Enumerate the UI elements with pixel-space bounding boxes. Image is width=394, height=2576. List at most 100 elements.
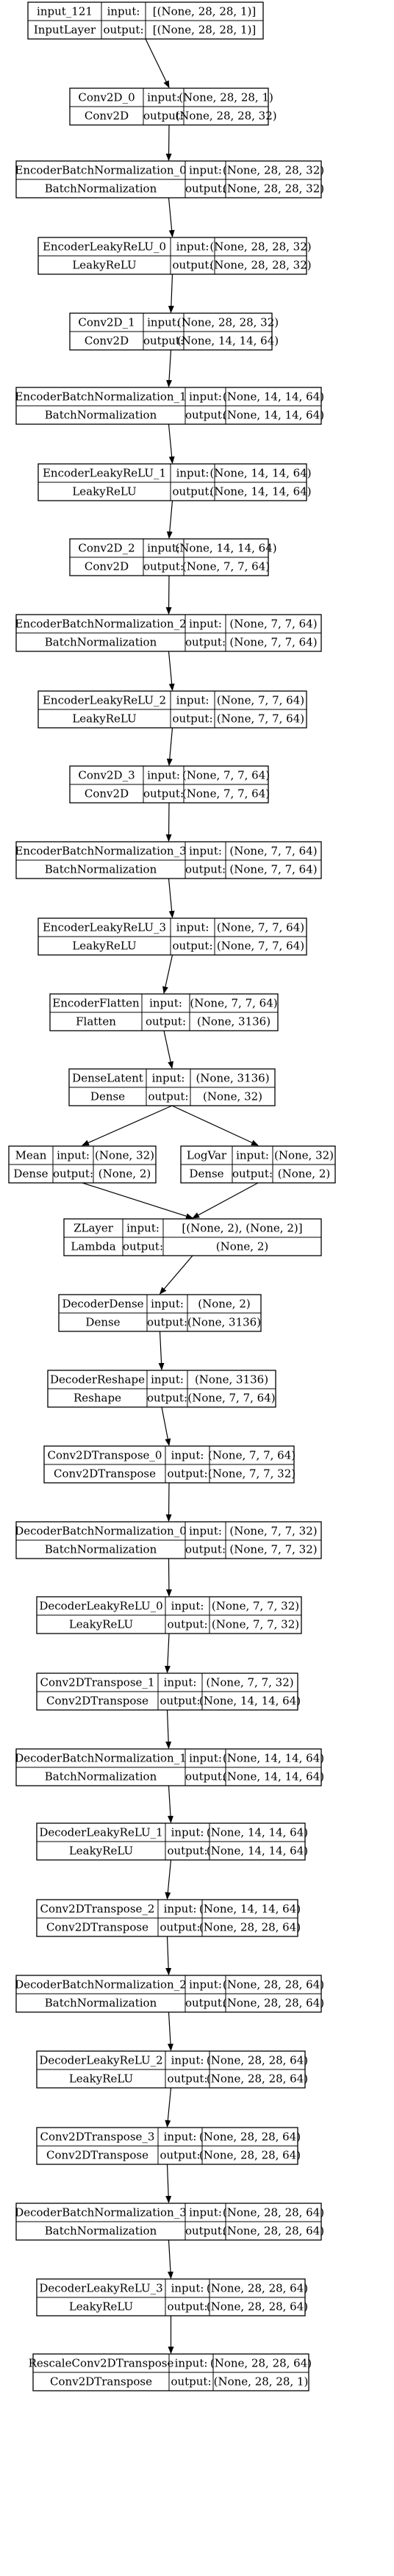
input-label: input:: [171, 2282, 204, 2295]
edge-decoderbatchnormalization-3-to-decoderleakyrelu-3: [167, 2239, 173, 2279]
layer-type-label: Conv2DTranspose: [54, 1467, 156, 1481]
layer-type-label: Conv2DTranspose: [46, 1921, 148, 1934]
input-label: input:: [189, 1752, 222, 1765]
input-label: input:: [189, 618, 222, 631]
edge-encoderleakyrelu-3-to-encoderflatten: [162, 954, 173, 994]
edge-denselatent-to-logvar: [171, 1105, 259, 1146]
input-label: input:: [151, 1373, 184, 1387]
edge-conv2d-3-to-encoderbatchnormalization-3: [165, 802, 172, 842]
input-label: input:: [175, 2357, 208, 2370]
layer-name-label: EncoderLeakyReLU_3: [43, 921, 166, 934]
input-shape-value: (None, 28, 28, 32): [223, 164, 324, 177]
layer-type-label: Conv2DTranspose: [46, 1695, 148, 1708]
input-label: input:: [171, 1449, 204, 1462]
layer-name-label: Conv2D_1: [78, 316, 135, 329]
node-decoderleakyrelu-2: DecoderLeakyReLU_2LeakyReLUinput:output:…: [36, 2050, 308, 2089]
layer-type-label: Conv2D: [85, 334, 129, 348]
output-label: output:: [123, 1240, 163, 1253]
node-decoderbatchnormalization-0: DecoderBatchNormalization_0BatchNormaliz…: [15, 1521, 322, 1559]
node-decoderleakyrelu-3: DecoderLeakyReLU_3LeakyReLUinput:output:…: [36, 2278, 308, 2316]
input-shape-value: (None, 28, 28, 64): [199, 2130, 301, 2144]
edge-mean-to-zlayer: [82, 1182, 193, 1220]
output-label: output:: [143, 560, 184, 573]
output-label: output:: [53, 1167, 93, 1181]
output-shape-value: (None, 14, 14, 64): [177, 334, 279, 348]
layer-type-label: Dense: [90, 1090, 125, 1103]
output-shape-value: (None, 28, 28, 64): [223, 2225, 324, 2238]
input-label: input:: [171, 1826, 204, 1839]
input-label: input:: [147, 316, 180, 329]
output-shape-value: (None, 28, 28, 1): [214, 2375, 309, 2389]
output-label: output:: [167, 1845, 207, 1858]
output-shape-value: (None, 3136): [187, 1316, 261, 1329]
output-label: output:: [147, 1316, 187, 1329]
input-label: input:: [189, 845, 222, 858]
output-shape-value: [(None, 28, 28, 1)]: [153, 24, 256, 37]
layer-type-label: Reshape: [74, 1392, 121, 1405]
input-shape-value: (None, 7, 7, 32): [212, 1600, 299, 1613]
output-shape-value: (None, 28, 28, 32): [223, 182, 324, 196]
node-conv2dtranspose-1: Conv2DTranspose_1Conv2DTransposeinput:ou…: [36, 1672, 301, 1711]
layer-type-label: Flatten: [76, 1015, 116, 1028]
node-encoderbatchnormalization-0: EncoderBatchNormalization_0BatchNormaliz…: [15, 160, 324, 198]
input-shape-value: (None, 3136): [195, 1373, 268, 1387]
input-label: input:: [171, 2054, 204, 2067]
input-shape-value: (None, 28, 28, 1): [179, 91, 273, 104]
node-decoderreshape: DecoderReshapeReshapeinput:output:(None,…: [47, 1370, 276, 1408]
output-shape-value: (None, 7, 7, 64): [217, 712, 304, 726]
edges-layer: [82, 38, 259, 2354]
output-shape-value: (None, 7, 7, 64): [217, 940, 304, 953]
input-shape-value: (None, 28, 28, 32): [177, 316, 279, 329]
layer-name-label: Conv2DTranspose_1: [40, 1676, 155, 1689]
layer-name-label: DenseLatent: [72, 1072, 143, 1085]
output-shape-value: (None, 28, 28, 64): [223, 1997, 324, 2010]
edge-encoderflatten-to-denselatent: [163, 1030, 174, 1069]
node-encoderleakyrelu-2: EncoderLeakyReLU_2LeakyReLUinput:output:…: [37, 690, 307, 729]
layer-type-label: BatchNormalization: [45, 2225, 157, 2238]
input-shape-value: (None, 2): [198, 1298, 250, 1311]
layer-type-label: Dense: [189, 1167, 223, 1181]
edge-decoderleakyrelu-2-to-conv2dtranspose-3: [165, 2087, 172, 2128]
layer-type-label: BatchNormalization: [45, 1997, 157, 2010]
input-shape-value: (None, 7, 7, 64): [217, 921, 304, 934]
edge-logvar-to-zlayer: [192, 1182, 259, 1219]
edge-encoderleakyrelu-2-to-conv2d-3: [166, 727, 173, 766]
edge-conv2d-2-to-encoderbatchnormalization-2: [165, 575, 172, 615]
output-label: output:: [146, 1015, 186, 1028]
output-label: output:: [172, 485, 212, 498]
edge-conv2dtranspose-1-to-decoderbatchnormalization-1: [165, 1709, 172, 1749]
output-label: output:: [185, 409, 226, 422]
layer-name-label: Conv2D_3: [78, 769, 135, 782]
input-shape-value: (None, 28, 28, 64): [223, 1978, 324, 1992]
input-label: input:: [189, 390, 222, 404]
edge-decoderleakyrelu-1-to-conv2dtranspose-2: [165, 1859, 172, 1900]
node-conv2dtranspose-0: Conv2DTranspose_0Conv2DTransposeinput:ou…: [43, 1445, 296, 1484]
output-shape-value: (None, 7, 7, 32): [208, 1467, 296, 1481]
input-shape-value: (None, 14, 14, 64): [209, 467, 311, 480]
layer-name-label: LogVar: [187, 1149, 227, 1162]
input-shape-value: (None, 32): [95, 1149, 154, 1162]
input-label: input:: [176, 921, 209, 934]
output-label: output:: [143, 110, 184, 123]
layer-name-label: DecoderLeakyReLU_2: [39, 2054, 162, 2067]
input-label: input:: [151, 1298, 184, 1311]
output-shape-value: (None, 28, 28, 64): [199, 2149, 301, 2162]
output-shape-value: (None, 14, 14, 64): [223, 1770, 324, 1783]
layer-name-label: input_121: [37, 5, 93, 18]
layer-type-label: BatchNormalization: [45, 863, 157, 876]
layer-type-label: LeakyReLU: [69, 2072, 133, 2086]
input-shape-value: (None, 7, 7, 32): [229, 1525, 317, 1538]
input-shape-value: (None, 7, 7, 64): [208, 1449, 296, 1462]
layer-name-label: ZLayer: [74, 1222, 114, 1235]
node-decoderbatchnormalization-2: DecoderBatchNormalization_2BatchNormaliz…: [15, 1975, 324, 2013]
output-shape-value: (None, 2): [278, 1167, 330, 1181]
layer-name-label: DecoderLeakyReLU_3: [39, 2282, 162, 2295]
layer-type-label: Conv2D: [85, 560, 129, 573]
